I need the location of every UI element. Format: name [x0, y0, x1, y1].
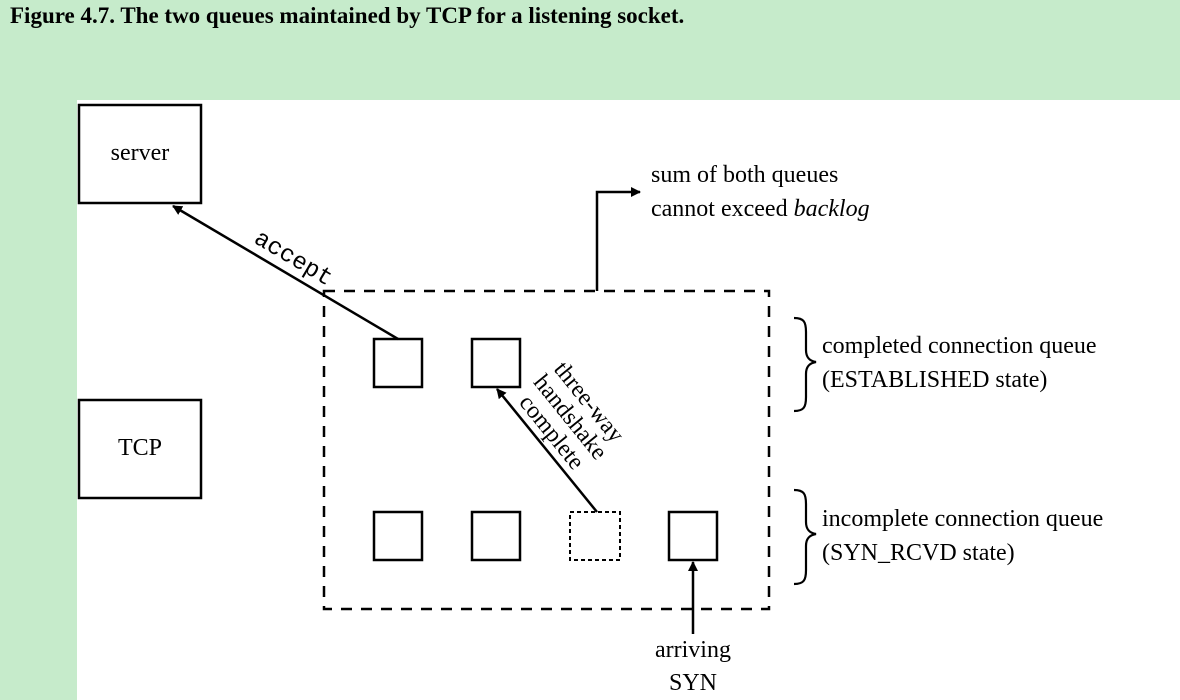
incomplete-queue-entry-dashed: [569, 511, 621, 561]
tcp-box: [77, 398, 203, 500]
completed-queue-label-line1: completed connection queue: [822, 333, 1097, 359]
server-label: server: [111, 140, 170, 166]
incomplete-queue-entry: [372, 510, 424, 562]
backlog-pointer-line: [595, 187, 641, 291]
incomplete-queue-entry: [470, 510, 522, 562]
completed-queue-entry: [470, 337, 522, 389]
completed-queue-label-line2: (ESTABLISHED state): [822, 367, 1047, 393]
diagram-panel: [77, 100, 1180, 700]
figure-caption: Figure 4.7. The two queues maintained by…: [10, 3, 685, 28]
backlog-note-line1: sum of both queues: [651, 162, 838, 188]
arriving-syn-label-line2: SYN: [669, 670, 717, 696]
tcp-label: TCP: [118, 435, 162, 461]
completed-queue-brace: [793, 316, 817, 413]
incomplete-queue-label-line1: incomplete connection queue: [822, 506, 1103, 532]
incomplete-queue-entry: [667, 510, 719, 562]
incomplete-queue-brace: [793, 488, 817, 586]
queue-region-dashed-box: [322, 289, 771, 611]
backlog-note-italic: backlog: [794, 196, 870, 222]
arriving-syn-label-line1: arriving: [655, 637, 731, 663]
backlog-note-line2: cannot exceed backlog: [651, 196, 870, 222]
backlog-note-prefix: cannot exceed: [651, 196, 794, 222]
server-box: [77, 103, 203, 205]
handshake-arrow: [496, 388, 598, 513]
completed-queue-entry: [372, 337, 424, 389]
incomplete-queue-label-line2: (SYN_RCVD state): [822, 540, 1015, 566]
accept-arrow: [172, 204, 399, 341]
handshake-label: three-way handshake complete: [514, 357, 629, 475]
